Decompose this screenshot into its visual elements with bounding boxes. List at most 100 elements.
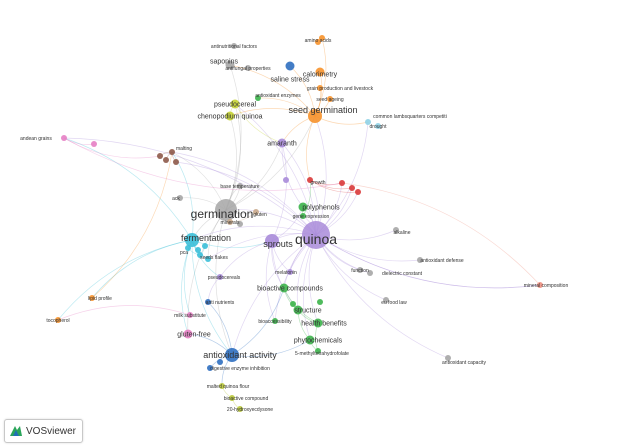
node-20-hydroxyecdysone[interactable] <box>237 406 243 412</box>
node-pseudocereal[interactable] <box>230 99 240 109</box>
link <box>231 234 317 356</box>
node-grain-production-and-livestock[interactable] <box>317 85 323 91</box>
node-amaranth[interactable] <box>277 138 287 148</box>
node-gluten[interactable] <box>253 209 259 215</box>
node-growth[interactable] <box>307 177 313 183</box>
node-alkaline[interactable] <box>393 227 399 233</box>
label-andean-grains: andean grains <box>20 136 52 142</box>
node-base-temperature[interactable] <box>237 183 243 189</box>
node-digestive-enzyme-inhibition[interactable] <box>207 365 213 371</box>
node-ack[interactable] <box>177 195 183 201</box>
node-unlabeled[interactable] <box>317 299 323 305</box>
node-antioxidant-capacity[interactable] <box>445 355 451 361</box>
node-dielectric-constant[interactable] <box>367 270 373 276</box>
label-phytochemicals: phytochemicals <box>294 337 343 344</box>
link <box>271 142 287 242</box>
node-5-methyltetrahydrofolate[interactable] <box>315 348 321 354</box>
label-structure: structure <box>294 307 321 314</box>
node-calorimetry[interactable] <box>315 67 325 77</box>
link <box>234 103 283 144</box>
node-unlabeled[interactable] <box>185 245 191 251</box>
link <box>315 234 449 359</box>
label-antioxidant-enzymes: antioxidant enzymes <box>255 93 301 99</box>
label-5-methyltetrahydrofolate: 5-methyltetrahydrofolate <box>295 351 349 357</box>
node-bioactive-compound[interactable] <box>229 395 235 401</box>
node-polyphenols[interactable] <box>298 202 308 212</box>
label-bioaccessibility: bioaccessibility <box>258 319 292 325</box>
node-drought[interactable] <box>375 123 381 129</box>
node-unlabeled[interactable] <box>349 185 355 191</box>
node-unlabeled[interactable] <box>290 301 296 307</box>
node-unlabeled[interactable] <box>339 180 345 186</box>
node-unlabeled[interactable] <box>157 153 163 159</box>
label-saline-stress: saline stress <box>271 76 310 83</box>
node-health-benefits[interactable] <box>313 318 323 328</box>
node-antioxidant-defense[interactable] <box>417 257 423 263</box>
node-unlabeled[interactable] <box>91 141 97 147</box>
label-seeds-flakes: seeds flakes <box>200 255 228 261</box>
link <box>207 276 221 303</box>
node-unlabeled[interactable] <box>237 221 243 227</box>
node-bioaccessibility[interactable] <box>272 318 278 324</box>
label-pseudocereals: pseudocereals <box>208 275 241 281</box>
node-fermentation[interactable] <box>185 233 199 247</box>
node-andean-grains[interactable] <box>61 135 67 141</box>
node-anti-nutrients[interactable] <box>205 299 211 305</box>
node-antinutritional-factors[interactable] <box>231 43 237 49</box>
node-milk-substitute[interactable] <box>187 312 193 318</box>
label-tocopherol: tocopherol <box>46 318 69 324</box>
link <box>191 239 273 249</box>
node-unlabeled[interactable] <box>202 243 208 249</box>
node-gene-expression[interactable] <box>300 213 306 219</box>
label-dielectric-constant: dielectric constant <box>382 271 423 277</box>
node-unlabeled[interactable] <box>173 159 179 165</box>
node-structure[interactable] <box>293 305 303 315</box>
node-unlabeled[interactable] <box>217 359 223 365</box>
label-ack: ack <box>172 196 180 202</box>
node-seeds-flakes[interactable] <box>205 256 211 262</box>
node-antioxidant-enzymes[interactable] <box>255 95 261 101</box>
link <box>315 121 369 236</box>
node-function[interactable] <box>357 267 363 273</box>
node-tocopherol[interactable] <box>55 317 61 323</box>
node-bioactive-compounds[interactable] <box>279 283 289 293</box>
node-pca[interactable] <box>195 247 201 253</box>
node-phytochemicals[interactable] <box>305 335 315 345</box>
node-melatonin[interactable] <box>287 269 293 275</box>
node-gluten-free[interactable] <box>183 329 193 339</box>
node-sprouts[interactable] <box>265 234 279 248</box>
node-seed-germination[interactable] <box>308 109 322 123</box>
node-unlabeled[interactable] <box>355 189 361 195</box>
vosviewer-logo[interactable]: VOSviewer <box>4 419 84 443</box>
node-seed-ageing[interactable] <box>327 96 333 102</box>
node-eu-food-law[interactable] <box>383 297 389 303</box>
node-minerals[interactable] <box>227 219 233 225</box>
label-quinoa: quinoa <box>295 231 337 247</box>
node-antifungal-properties[interactable] <box>245 65 251 71</box>
label-amino-acids: amino acids <box>305 38 332 44</box>
node-unlabeled[interactable] <box>319 35 325 41</box>
node-mineral-composition[interactable] <box>537 282 543 288</box>
node-chenopodium-quinoa[interactable] <box>225 111 235 121</box>
node-amino-acids[interactable] <box>315 39 321 45</box>
node-malting[interactable] <box>169 149 175 155</box>
label-bioactive-compounds: bioactive compounds <box>257 285 323 292</box>
node-pseudocereals[interactable] <box>217 274 223 280</box>
node-germination[interactable] <box>215 199 237 221</box>
node-common-lambsquarters-competiti[interactable] <box>365 119 371 125</box>
node-malted-quinoa-flour[interactable] <box>219 383 225 389</box>
node-saline-stress[interactable] <box>285 61 295 71</box>
link <box>309 179 353 190</box>
node-quinoa[interactable] <box>302 221 330 249</box>
link <box>207 301 233 356</box>
node-unlabeled[interactable] <box>197 252 203 258</box>
node-antioxidant-activity[interactable] <box>225 348 239 362</box>
label-minerals: minerals <box>221 220 240 226</box>
link <box>231 287 285 356</box>
node-unlabeled[interactable] <box>283 177 289 183</box>
node-saponins[interactable] <box>225 60 235 70</box>
node-unlabeled[interactable] <box>163 157 169 163</box>
node-lipid-profile[interactable] <box>89 295 95 301</box>
label-health-benefits: health benefits <box>301 320 347 327</box>
